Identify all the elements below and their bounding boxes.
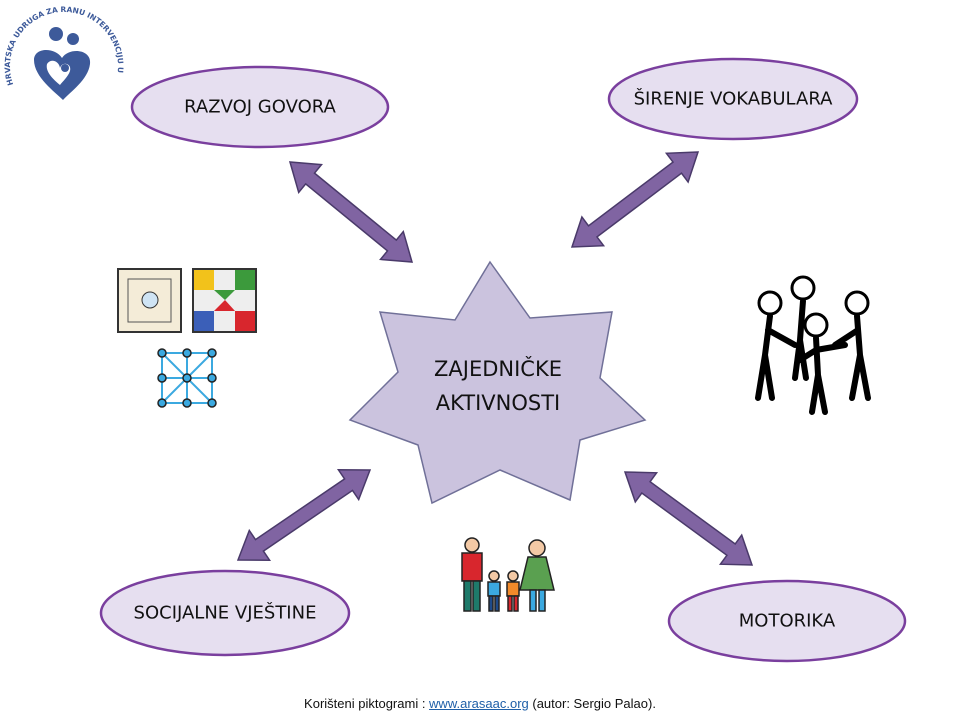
footer-prefix: Korišteni piktogrami : bbox=[304, 696, 430, 711]
node-label-socijalne-vjestine: SOCIJALNE VJEŠTINE bbox=[133, 602, 317, 624]
double-arrow-bottom-right bbox=[623, 471, 754, 566]
node-ellipse-motorika bbox=[667, 579, 907, 663]
node-ellipse-razvoj-govora bbox=[130, 65, 390, 149]
center-label: ZAJEDNIČKE AKTIVNOSTI bbox=[434, 352, 562, 420]
footer-suffix: (autor: Sergio Palao). bbox=[528, 696, 656, 711]
people-circle-pictogram bbox=[755, 275, 871, 415]
board-games-pictogram bbox=[117, 268, 257, 408]
double-arrow-bottom-left bbox=[236, 469, 372, 561]
node-ellipse-socijalne-vjestine bbox=[99, 569, 351, 657]
center-label-line1: ZAJEDNIČKE bbox=[434, 357, 562, 381]
center-star bbox=[348, 260, 647, 505]
center-label-line2: AKTIVNOSTI bbox=[435, 391, 561, 415]
family-pictogram bbox=[461, 537, 555, 612]
double-arrow-top-right bbox=[570, 151, 700, 248]
logo: HRVATSKA UDRUGA ZA RANU INTERVENCIJU U D… bbox=[0, 0, 125, 100]
arrows bbox=[236, 151, 754, 566]
node-label-motorika: MOTORIKA bbox=[738, 610, 836, 632]
double-arrow-top-left bbox=[288, 161, 414, 263]
node-label-razvoj-govora: RAZVOJ GOVORA bbox=[184, 96, 336, 118]
footer-credit: Korišteni piktogrami : www.arasaac.org (… bbox=[0, 696, 960, 711]
arasaac-link[interactable]: www.arasaac.org bbox=[429, 696, 529, 711]
node-label-sirenje-vokabulara: ŠIRENJE VOKABULARA bbox=[633, 88, 833, 110]
logo-heart-icon bbox=[34, 27, 91, 100]
node-ellipse-sirenje-vokabulara bbox=[607, 57, 859, 141]
